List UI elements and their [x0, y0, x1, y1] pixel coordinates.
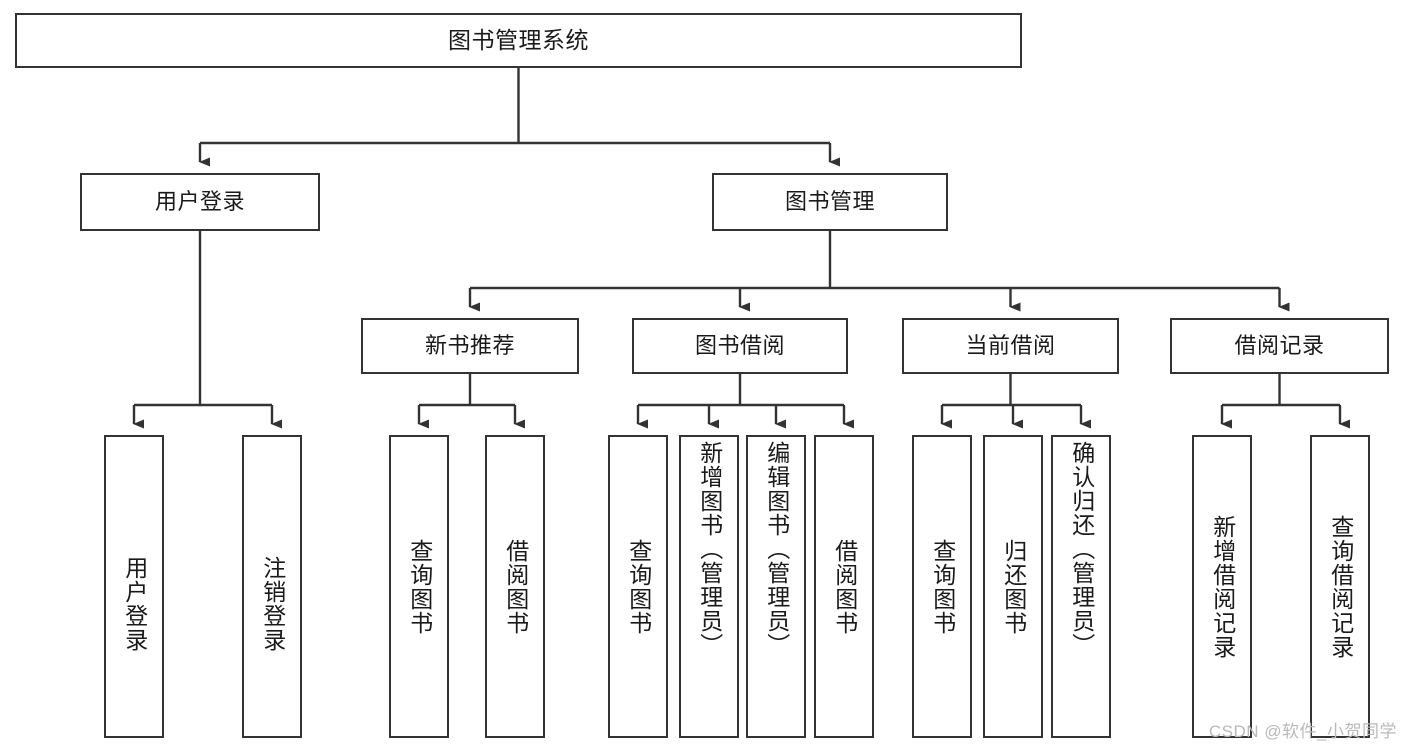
node-leaf_7[interactable]: 借阅图书: [814, 435, 874, 738]
node-label: 图书管理: [784, 188, 875, 214]
node-leaf_2[interactable]: 查询图书: [389, 435, 449, 738]
node-leaf_11[interactable]: 新增借阅记录: [1192, 435, 1252, 738]
node-label: 查询图书: [406, 538, 433, 635]
node-label: 新增图书（管理员）: [696, 441, 723, 657]
node-label: 查询图书: [929, 538, 956, 635]
node-leaf_3[interactable]: 借阅图书: [485, 435, 545, 738]
node-l2_1[interactable]: 图书借阅: [632, 318, 848, 374]
node-label: 图书借阅: [694, 332, 785, 358]
node-l2_3[interactable]: 借阅记录: [1170, 318, 1389, 374]
node-label: 当前借阅: [965, 332, 1056, 358]
node-label: 用户登录: [154, 188, 245, 214]
node-leaf_4[interactable]: 查询图书: [608, 435, 668, 738]
node-label: 确认归还（管理员）: [1068, 441, 1095, 657]
node-label: 借阅记录: [1234, 332, 1325, 358]
node-label: 图书管理系统: [448, 26, 589, 53]
node-label: 用户登录: [121, 556, 148, 652]
node-label: 新书推荐: [424, 332, 515, 358]
node-leaf_1[interactable]: 注销登录: [242, 435, 302, 738]
node-leaf_0[interactable]: 用户登录: [104, 435, 164, 738]
node-l1_1[interactable]: 图书管理: [712, 173, 948, 231]
node-leaf_5[interactable]: 新增图书（管理员）: [679, 435, 739, 738]
node-l1_0[interactable]: 用户登录: [80, 173, 320, 231]
node-label: 注销登录: [259, 556, 286, 652]
node-label: 新增借阅记录: [1209, 514, 1236, 659]
node-leaf_10[interactable]: 确认归还（管理员）: [1051, 435, 1111, 738]
node-label: 编辑图书（管理员）: [763, 441, 790, 657]
csdn-watermark: CSDN @软件_小贺同学: [1208, 722, 1397, 741]
node-label: 归还图书: [1000, 538, 1027, 635]
node-leaf_12[interactable]: 查询借阅记录: [1310, 435, 1370, 738]
node-leaf_6[interactable]: 编辑图书（管理员）: [746, 435, 806, 738]
node-label: 借阅图书: [502, 538, 529, 635]
node-leaf_8[interactable]: 查询图书: [912, 435, 972, 738]
node-l2_0[interactable]: 新书推荐: [361, 318, 579, 374]
node-leaf_9[interactable]: 归还图书: [983, 435, 1043, 738]
node-label: 借阅图书: [831, 538, 858, 635]
node-l2_2[interactable]: 当前借阅: [902, 318, 1119, 374]
node-root[interactable]: 图书管理系统: [15, 13, 1022, 68]
node-label: 查询借阅记录: [1327, 514, 1354, 659]
node-label: 查询图书: [625, 538, 652, 635]
